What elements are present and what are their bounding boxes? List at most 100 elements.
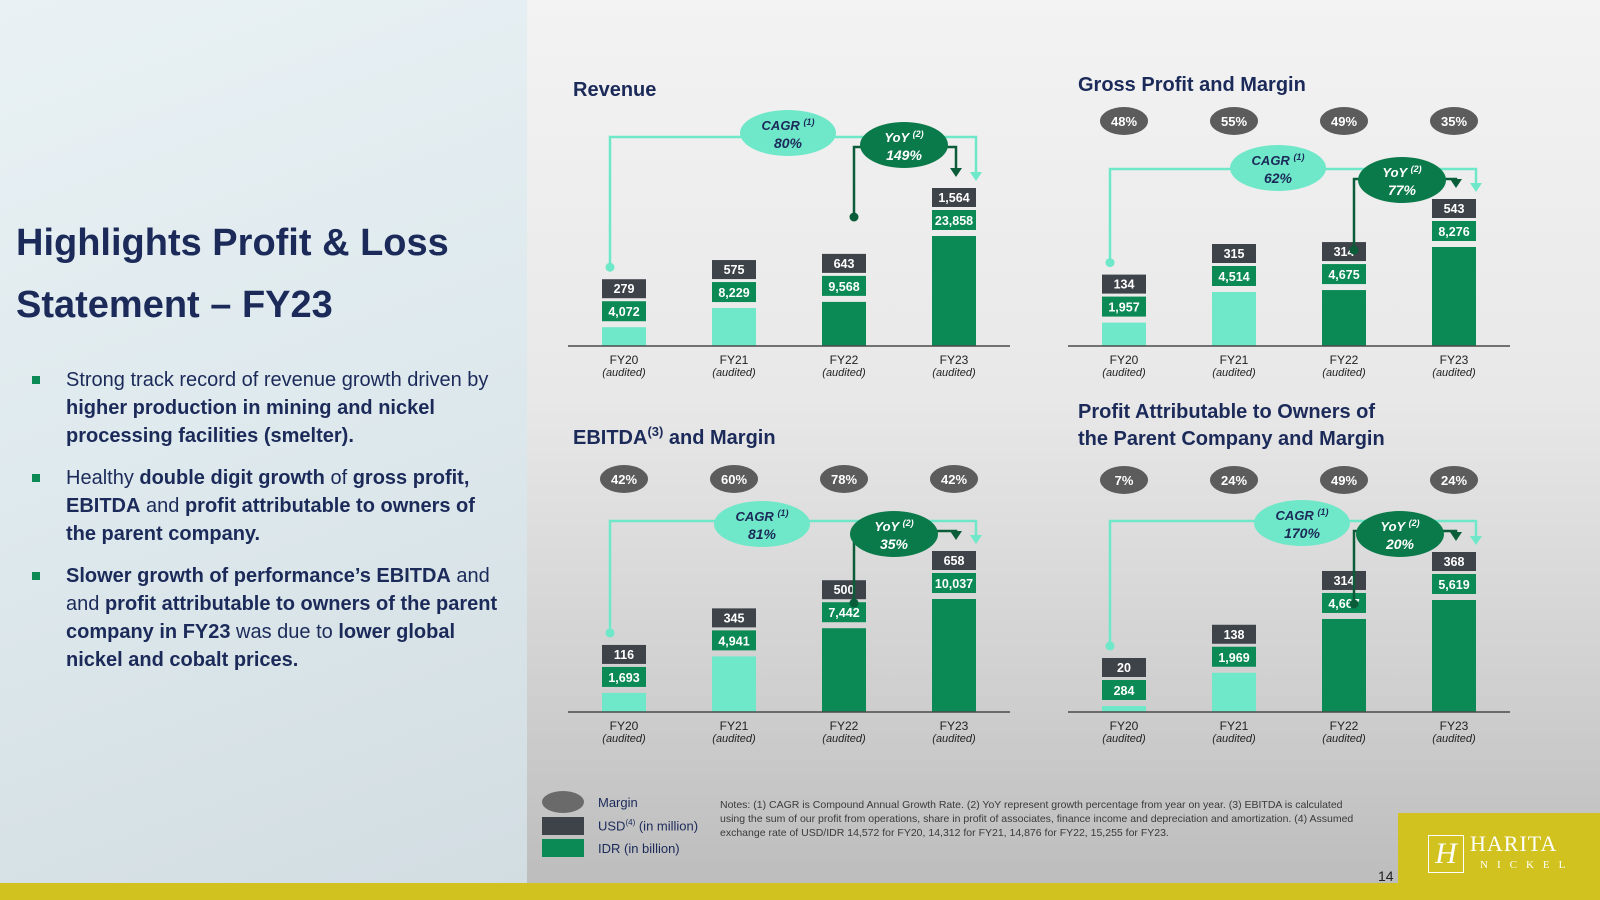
bottom-accent-band <box>0 883 1600 900</box>
bullet-text: was due to <box>230 621 339 643</box>
bar-idr <box>712 656 756 712</box>
yoy-label-sup: (2) <box>913 129 924 139</box>
x-tick-label: FY20 <box>1110 719 1139 733</box>
data-label-idr: 4,514 <box>1218 270 1249 284</box>
cagr-arrow-head <box>970 535 982 544</box>
legend-swatch <box>542 839 584 857</box>
bullet-square-icon <box>32 572 40 580</box>
bar-idr <box>1102 322 1146 346</box>
x-tick-note: (audited) <box>822 733 866 745</box>
data-label-usd: 134 <box>1114 278 1135 292</box>
chart-title: the Parent Company and Margin <box>1078 428 1385 450</box>
data-label-usd-box <box>1212 624 1256 644</box>
x-tick-label: FY23 <box>940 719 969 733</box>
chart-panel-background <box>527 0 1600 883</box>
bullet-text: profit attributable to owners of the par… <box>66 593 498 643</box>
data-label-idr: 5,619 <box>1438 578 1469 592</box>
bar-idr <box>1322 290 1366 346</box>
x-tick-label: FY21 <box>1220 719 1249 733</box>
data-label-usd: 315 <box>1224 247 1245 261</box>
yoy-arrow-head <box>1450 532 1462 541</box>
margin-pill <box>1210 466 1258 494</box>
cagr-label-text: CAGR <box>762 118 804 133</box>
data-label-usd-box <box>822 253 866 273</box>
legend-label: USD(4) (in million) <box>598 818 698 833</box>
data-label-usd: 279 <box>614 282 635 296</box>
legend-swatch <box>542 791 584 813</box>
data-label-usd: 368 <box>1444 555 1465 569</box>
yoy-value: 149% <box>886 147 922 163</box>
page-number: 14 <box>1378 868 1394 884</box>
data-label-idr-box <box>932 210 976 230</box>
yoy-bubble <box>1356 511 1444 557</box>
left-panel <box>0 0 527 883</box>
data-label-idr: 9,568 <box>828 280 859 294</box>
x-tick-note: (audited) <box>712 367 756 379</box>
data-label-usd-box <box>1432 552 1476 571</box>
cagr-label-text: CAGR <box>1276 508 1318 523</box>
x-tick-note: (audited) <box>712 733 756 745</box>
data-label-idr: 4,072 <box>608 305 639 319</box>
cagr-value: 80% <box>774 135 803 151</box>
data-label-idr-box <box>712 630 756 651</box>
bullet-text: lower global nickel and cobalt prices. <box>66 621 456 671</box>
yoy-label-sup: (2) <box>1409 518 1420 528</box>
yoy-label-text: YoY <box>884 130 912 145</box>
bar-idr <box>932 599 976 712</box>
data-label-idr: 23,858 <box>935 214 973 228</box>
yoy-value: 35% <box>880 536 909 552</box>
data-label-usd-box <box>1432 199 1476 218</box>
bullet-text: higher production in mining and nickel p… <box>66 397 435 447</box>
yoy-bubble <box>850 511 938 557</box>
yoy-label-sup: (2) <box>1411 164 1422 174</box>
legend-swatch <box>542 817 584 835</box>
data-label-usd-box <box>932 188 976 207</box>
bar-idr <box>602 692 646 712</box>
bar-idr <box>1212 292 1256 346</box>
bar-idr <box>822 628 866 712</box>
yoy-arrow-head <box>950 531 962 540</box>
x-tick-note: (audited) <box>1322 733 1366 745</box>
margin-pill <box>1430 107 1478 135</box>
yoy-label: YoY (2) <box>874 518 913 534</box>
data-label-idr: 8,229 <box>718 286 749 300</box>
x-tick-label: FY21 <box>1220 353 1249 367</box>
data-label-idr: 284 <box>1114 684 1135 698</box>
cagr-start-dot <box>605 628 615 638</box>
data-label-idr: 7,442 <box>828 606 859 620</box>
chart-1: Revenue4,072279FY20(audited)8,229575FY21… <box>568 79 1010 379</box>
cagr-label-sup: (1) <box>803 117 814 127</box>
cagr-value: 62% <box>1264 170 1293 186</box>
margin-value: 42% <box>611 472 637 487</box>
bullet-square-icon <box>32 474 40 482</box>
cagr-start-dot <box>605 262 615 272</box>
bar-idr <box>1432 247 1476 346</box>
legend-item: USD(4) (in million) <box>542 816 698 836</box>
data-label-usd-box <box>932 551 976 570</box>
yoy-label: YoY (2) <box>1380 518 1419 534</box>
bar-idr <box>1212 672 1256 712</box>
data-label-usd: 643 <box>834 257 855 271</box>
x-tick-note: (audited) <box>1432 367 1476 379</box>
yoy-bubble <box>860 122 948 168</box>
cagr-arrow-head <box>1470 536 1482 545</box>
bullet-text: and <box>140 495 185 517</box>
data-label-usd-box <box>602 279 646 299</box>
data-label-idr-box <box>932 573 976 593</box>
data-label-idr: 1,693 <box>608 671 639 685</box>
margin-value: 55% <box>1221 114 1247 129</box>
margin-value: 48% <box>1111 114 1137 129</box>
cagr-label: CAGR (1) <box>1252 152 1305 168</box>
margin-pill <box>1100 107 1148 135</box>
margin-value: 24% <box>1441 473 1467 488</box>
bullet-square-icon <box>32 376 40 384</box>
yoy-arrow-head <box>1450 179 1462 188</box>
chart-title-sup: (3) <box>647 424 663 439</box>
bullet-text: Healthy <box>66 467 140 489</box>
cagr-label-sup: (1) <box>1293 152 1304 162</box>
yoy-label-text: YoY <box>1382 165 1410 180</box>
logo-subtitle: NICKEL <box>1480 859 1575 871</box>
data-label-usd: 345 <box>724 611 745 625</box>
legend-item: IDR (in billion) <box>542 838 680 858</box>
